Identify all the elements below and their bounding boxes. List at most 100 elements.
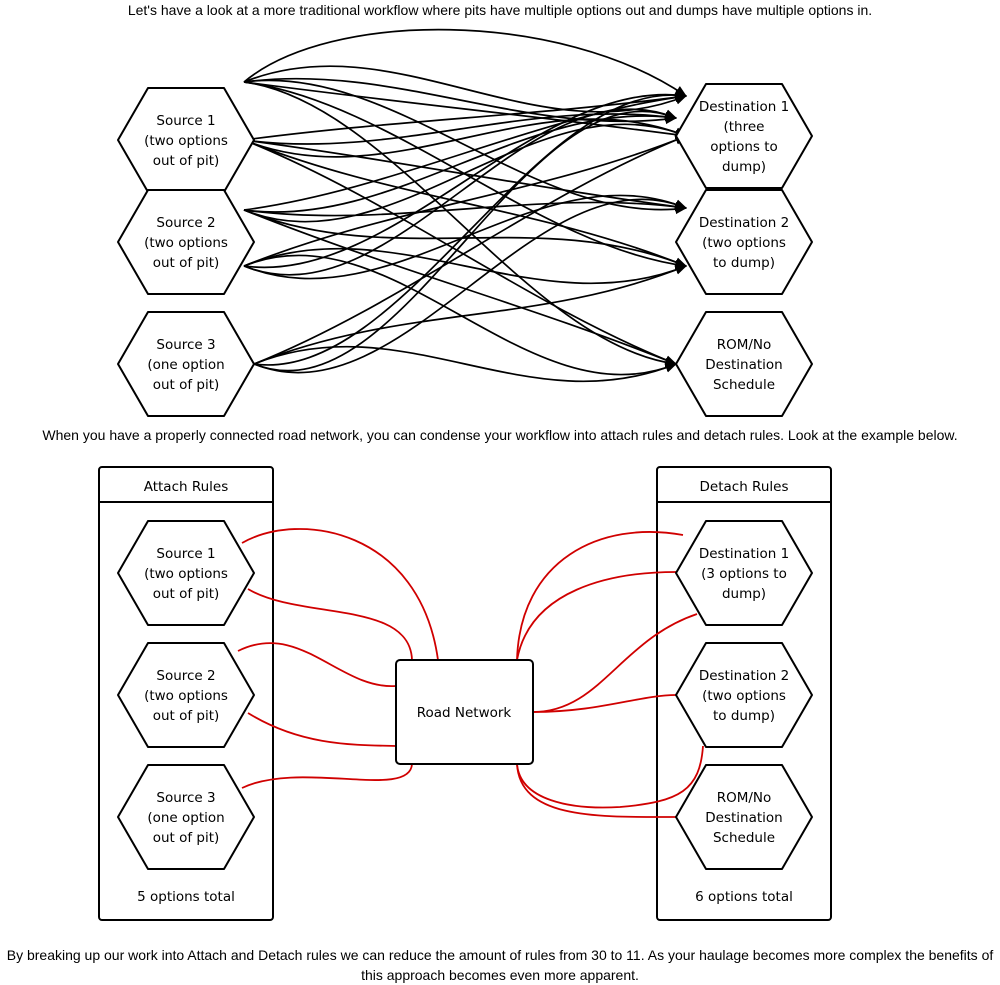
node-label-line: out of pit): [153, 153, 220, 169]
hexagon-shape: [675, 642, 813, 748]
traditional-edge: [243, 118, 688, 158]
node-label-line: to dump): [713, 255, 775, 271]
condensed-edge: [247, 712, 397, 747]
hexagon-shape: [117, 189, 255, 295]
node-label-line: (two options: [702, 235, 786, 251]
traditional-edges: [243, 28, 688, 383]
node-label-line: (3 options to: [701, 566, 787, 582]
traditional-edge: [253, 135, 688, 365]
node-label-line: (two options: [144, 566, 228, 582]
attach-panel-footer: 5 options total: [137, 889, 235, 905]
road-network-node: Road Network: [395, 659, 534, 765]
traditional-edge: [243, 247, 688, 285]
node-label-line: Destination 2: [699, 668, 789, 684]
node-label-line: Source 2: [156, 215, 215, 231]
node-label-line: (two options: [144, 133, 228, 149]
hexagon-shape: [117, 764, 255, 870]
traditional-nodes: Source 1 (two options out of pit) Source 2 (…: [117, 83, 813, 417]
node-label-line: dump): [722, 159, 766, 175]
traditional-edge: [243, 254, 678, 376]
source-node-2: Source 2 (two options out of pit): [117, 189, 255, 295]
node-label-line: Source 3: [156, 337, 215, 353]
condensed-edges: [237, 528, 704, 818]
condensed-edge: [532, 694, 677, 713]
traditional-edge: [243, 139, 688, 212]
node-label-line: options to: [710, 139, 778, 155]
condensed-edge: [241, 763, 413, 789]
node-label-line: Destination 1: [699, 99, 789, 115]
hexagon-shape: [117, 520, 255, 626]
node-label-line: (two options: [702, 688, 786, 704]
traditional-edge: [243, 135, 688, 267]
traditional-edge: [243, 89, 688, 269]
conclusion-paragraph: By breaking up our work into Attach and …: [6, 947, 994, 983]
node-label-line: out of pit): [153, 255, 220, 271]
attach-source-node-1: Source 1 (two options out of pit): [117, 520, 255, 626]
traditional-edge: [243, 194, 688, 280]
traditional-edge: [243, 139, 688, 267]
traditional-edge: [243, 92, 688, 211]
traditional-edge: [243, 65, 688, 113]
condensed-edge: [532, 613, 698, 713]
condensed-edge: [241, 528, 439, 661]
traditional-edge: [243, 28, 687, 97]
source-node-1: Source 1 (two options out of pit): [117, 87, 255, 193]
node-label-line: Source 1: [156, 546, 215, 562]
traditional-edge: [243, 209, 678, 365]
traditional-edge: [253, 265, 688, 365]
condensed-edge: [247, 588, 413, 661]
traditional-edge: [243, 81, 688, 140]
detach-panel-footer: 6 options total: [695, 889, 793, 905]
hexagon-shape: [675, 83, 813, 189]
traditional-edge: [253, 198, 688, 374]
node-label-line: (two options: [144, 235, 228, 251]
middle-paragraph: When you have a properly connected road …: [42, 427, 958, 443]
hexagon-shape: [675, 311, 813, 417]
hexagon-shape: [117, 642, 255, 748]
traditional-edge: [243, 79, 688, 215]
node-label-line: to dump): [713, 708, 775, 724]
detach-destination-node-2: Destination 2 (two options to dump): [675, 642, 813, 748]
traditional-edge: [253, 345, 678, 383]
node-label-line: Source 2: [156, 668, 215, 684]
node-label-line: Source 3: [156, 790, 215, 806]
condensed-edge: [516, 571, 677, 661]
traditional-edge: [243, 77, 678, 125]
condensed-edge: [237, 642, 397, 687]
condensed-edge: [516, 763, 677, 818]
node-label-line: Destination: [705, 357, 782, 373]
intro-paragraph: Let's have a look at a more traditional …: [127, 2, 873, 18]
node-label-line: (two options: [144, 688, 228, 704]
road-network-label: Road Network: [417, 705, 512, 721]
node-label-line: (three: [724, 119, 765, 135]
destination-node-1: Destination 1 (three options to dump): [675, 83, 813, 189]
node-label-line: out of pit): [153, 830, 220, 846]
node-label-line: out of pit): [153, 708, 220, 724]
attach-panel-title: Attach Rules: [144, 479, 229, 495]
traditional-edge: [243, 81, 678, 368]
node-label-line: Destination: [705, 810, 782, 826]
node-label-line: (one option: [147, 357, 224, 373]
condensed-edge: [516, 745, 704, 809]
node-label-line: out of pit): [153, 377, 220, 393]
traditional-edge: [243, 111, 678, 145]
hexagon-shape: [117, 311, 255, 417]
node-label-line: Source 1: [156, 113, 215, 129]
condensed-edge: [516, 531, 684, 661]
node-label-line: (one option: [147, 810, 224, 826]
road-network-box: [395, 659, 534, 765]
condensed-nodes: Source 1 (two options out of pit) Source 2 (…: [117, 520, 813, 870]
traditional-edge: [253, 89, 688, 366]
node-label-line: Schedule: [713, 830, 775, 846]
traditional-edge: [253, 109, 678, 372]
detach-panel-title: Detach Rules: [700, 479, 789, 495]
traditional-edge: [243, 201, 688, 217]
hexagon-shape: [675, 189, 813, 295]
node-label-line: out of pit): [153, 586, 220, 602]
traditional-edge: [243, 123, 688, 223]
